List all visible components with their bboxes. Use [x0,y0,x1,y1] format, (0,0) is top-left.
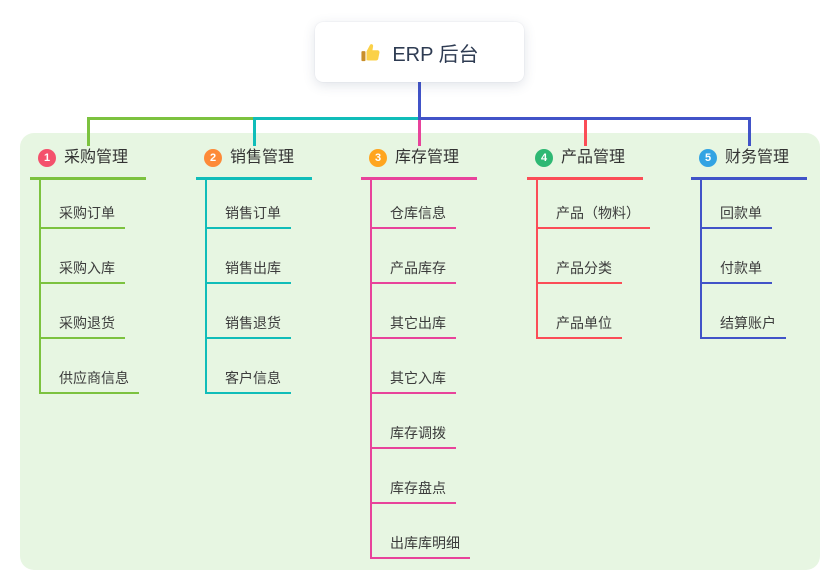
child-node[interactable]: 产品（物料） [536,205,650,229]
branch-trunk-line [700,180,702,339]
branch-drop-line [417,117,421,146]
branch-label: 销售管理 [230,149,295,166]
bus-segment [417,117,751,120]
bus-segment [252,117,421,120]
branch-node-1[interactable]: 1 采购管理 [30,146,146,180]
child-node[interactable]: 客户信息 [205,370,291,394]
branch-number-badge: 2 [204,149,222,167]
branch-node-3[interactable]: 3 库存管理 [361,146,477,180]
branch-drop-line [583,117,587,146]
branch-drop-line [252,117,256,146]
branch-trunk-line [39,180,41,394]
branch-label: 产品管理 [561,149,626,166]
bus-segment [86,117,256,120]
branch-trunk-line [536,180,538,339]
branch-drop-line [86,117,90,146]
child-node[interactable]: 销售订单 [205,205,291,229]
branch-label: 采购管理 [64,149,129,166]
child-node[interactable]: 产品库存 [370,260,456,284]
child-node[interactable]: 结算账户 [700,315,786,339]
child-node[interactable]: 销售退货 [205,315,291,339]
child-node[interactable]: 产品单位 [536,315,622,339]
branch-trunk-line [370,180,372,559]
thumbs-up-icon [361,43,380,61]
child-node[interactable]: 采购入库 [39,260,125,284]
branch-node-4[interactable]: 4 产品管理 [527,146,643,180]
branch-number-badge: 5 [699,149,717,167]
branch-label: 财务管理 [725,149,790,166]
child-node[interactable]: 采购退货 [39,315,125,339]
child-node[interactable]: 产品分类 [536,260,622,284]
child-node[interactable]: 出库库明细 [370,535,470,559]
child-node[interactable]: 库存盘点 [370,480,456,504]
root-connector-line [417,82,421,118]
child-node[interactable]: 库存调拨 [370,425,456,449]
branch-trunk-line [205,180,207,394]
branch-node-2[interactable]: 2 销售管理 [196,146,312,180]
branch-node-5[interactable]: 5 财务管理 [691,146,807,180]
branch-drop-line [747,117,751,146]
child-node[interactable]: 付款单 [700,260,772,284]
child-node[interactable]: 其它出库 [370,315,456,339]
branch-label: 库存管理 [395,149,460,166]
child-node[interactable]: 回款单 [700,205,772,229]
branch-number-badge: 1 [38,149,56,167]
branch-number-badge: 4 [535,149,553,167]
root-title: ERP 后台 [392,43,479,66]
child-node[interactable]: 其它入库 [370,370,456,394]
mindmap-panel [20,133,820,570]
root-node[interactable]: ERP 后台 [315,22,524,82]
branch-number-badge: 3 [369,149,387,167]
child-node[interactable]: 采购订单 [39,205,125,229]
child-node[interactable]: 销售出库 [205,260,291,284]
child-node[interactable]: 供应商信息 [39,370,139,394]
child-node[interactable]: 仓库信息 [370,205,456,229]
